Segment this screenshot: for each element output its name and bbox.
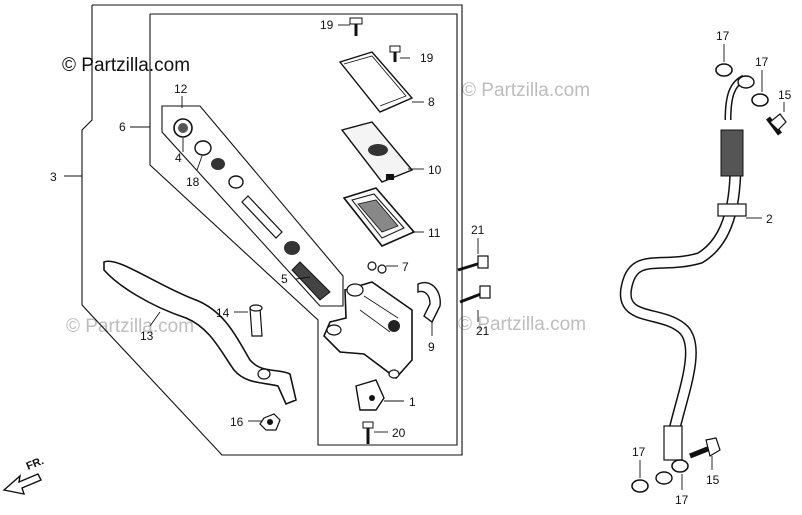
- watermark-faint-top-right: © Partzilla.com: [462, 80, 590, 101]
- callout-6: 6: [119, 120, 126, 134]
- callout-20: 20: [392, 426, 406, 440]
- callout-10: 10: [428, 163, 442, 177]
- master-cylinder-body: [323, 281, 413, 380]
- handlebar-clamp: [417, 281, 441, 324]
- washer-17-b: [751, 93, 769, 107]
- callout-17-c: 17: [632, 445, 646, 459]
- callout-8: 8: [428, 95, 435, 109]
- callout-7: 7: [402, 260, 409, 274]
- callout-1: 1: [409, 395, 416, 409]
- banjo-bolt-15-upper: [766, 113, 787, 136]
- watermark-faint-mid-right: © Partzilla.com: [458, 314, 586, 335]
- watermark-faint-mid-left: © Partzilla.com: [66, 316, 194, 337]
- callout-21-lower: 21: [476, 324, 490, 338]
- screw-19-top: [349, 17, 363, 36]
- callout-21-upper: 21: [471, 223, 485, 237]
- inner-outline: [149, 13, 458, 446]
- bolt-21-lower: [459, 285, 491, 304]
- reservoir-plate: [340, 121, 414, 183]
- screw-19-right: [389, 45, 401, 62]
- washer-17-a: [715, 63, 733, 77]
- callout-3: 3: [50, 170, 57, 184]
- screw-20: [362, 421, 374, 444]
- callout-16: 16: [230, 415, 244, 429]
- callout-18: 18: [186, 175, 200, 189]
- callout-17-b: 17: [755, 55, 769, 69]
- brake-hose: [619, 74, 755, 485]
- watermark-main: © Partzilla.com: [62, 55, 190, 76]
- callout-2: 2: [766, 212, 773, 226]
- assembly-outline: [81, 4, 463, 456]
- subassembly-outline: [161, 105, 344, 307]
- front-direction-label: FR.: [25, 455, 46, 473]
- callout-11: 11: [428, 226, 441, 240]
- screw-7: [367, 261, 387, 274]
- callout-19-top: 19: [320, 18, 334, 32]
- callout-15-lower: 15: [706, 473, 720, 487]
- washer-17-d: [671, 459, 689, 473]
- pivot-nut: [259, 413, 281, 431]
- callout-19-right: 19: [420, 51, 434, 65]
- washer-17-c: [631, 479, 649, 493]
- diaphragm: [342, 187, 416, 247]
- callout-17-d: 17: [675, 493, 689, 507]
- front-direction-arrow: FR.: [2, 455, 46, 495]
- bolt-21-upper: [457, 255, 489, 272]
- leader-lines: [64, 24, 785, 490]
- piston-parts: [173, 118, 331, 301]
- banjo-bolt-15-lower: [689, 437, 721, 459]
- callout-4: 4: [175, 151, 182, 165]
- callout-17-a: 17: [716, 29, 730, 43]
- callout-12: 12: [174, 82, 188, 96]
- callout-14: 14: [216, 306, 230, 320]
- brake-light-switch: [355, 379, 385, 411]
- callout-5: 5: [281, 272, 288, 286]
- callout-9: 9: [428, 340, 435, 354]
- pivot-bolt: [249, 304, 263, 337]
- reservoir-cap: [338, 51, 414, 113]
- brake-lever: [103, 260, 297, 406]
- callout-13: 13: [140, 329, 154, 343]
- callout-15-upper: 15: [778, 88, 792, 102]
